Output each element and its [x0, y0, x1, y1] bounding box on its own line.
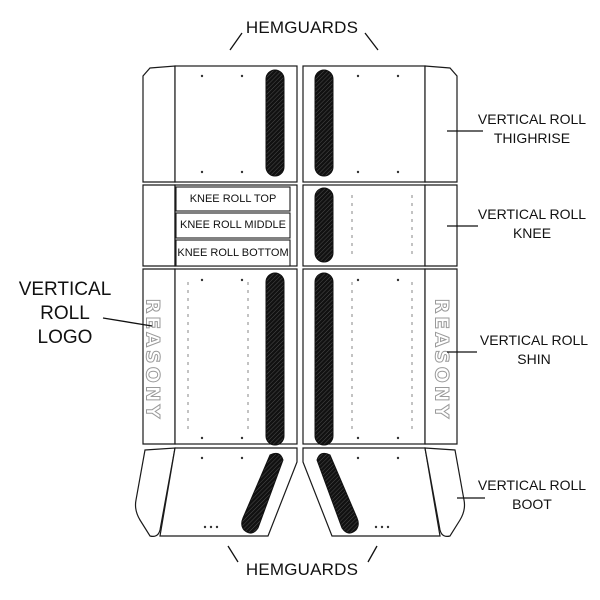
right-shin-outer-roll: [424, 268, 458, 445]
knee-roll-top-label: KNEE ROLL TOP: [189, 193, 277, 205]
leader-hemguards-top-right: [364, 32, 379, 51]
left-thigh-inner-roll: [265, 69, 285, 177]
knee-roll-top-block: [175, 186, 291, 212]
knee-roll-bottom-block: [175, 239, 291, 267]
left-boot-outer-roll: [134, 447, 176, 537]
left-boot-inner-roll: [241, 452, 284, 534]
leader-logo: [102, 317, 153, 327]
right-thighrise-outer-roll: [424, 65, 458, 183]
leader-hemguards-bottom-right: [367, 545, 378, 563]
right-knee-outer-roll: [424, 184, 458, 267]
right-boot-inner-roll: [316, 452, 359, 534]
right-knee-inner-roll: [314, 187, 334, 263]
right-boot-outer-roll: [424, 447, 466, 537]
knee-roll-bottom-label: KNEE ROLL BOTTOM: [177, 247, 289, 259]
right-shin-inner-roll: [314, 272, 334, 446]
left-knee-outer-roll: [142, 184, 176, 267]
hemguards-top-label: HEMGUARDS: [245, 18, 359, 37]
right-roll-logo: REASONY: [430, 298, 453, 422]
vertical-roll-thighrise-label: VERTICAL ROLL THIGHRISE: [477, 111, 587, 146]
right-thigh-inner-roll: [314, 69, 334, 177]
svg-text:REASONY: REASONY: [431, 299, 453, 422]
vertical-roll-logo-label: VERTICAL ROLL LOGO: [18, 279, 112, 348]
left-thighrise-outer-roll: [142, 65, 176, 183]
knee-roll-middle-block: [175, 212, 291, 239]
vertical-roll-shin-label: VERTICAL ROLL SHIN: [479, 332, 589, 367]
hemguards-bottom-label: HEMGUARDS: [245, 560, 359, 579]
leader-hemguards-top-left: [229, 32, 243, 51]
knee-roll-middle-label: KNEE ROLL MIDDLE: [180, 219, 286, 231]
svg-text:REASONY: REASONY: [142, 299, 164, 422]
left-shin-inner-roll: [265, 272, 285, 446]
left-roll-logo: REASONY: [141, 298, 164, 422]
leader-hemguards-bottom-left: [227, 545, 239, 563]
vertical-roll-knee-label: VERTICAL ROLL KNEE: [477, 206, 587, 241]
vertical-roll-boot-label: VERTICAL ROLL BOOT: [477, 477, 587, 512]
